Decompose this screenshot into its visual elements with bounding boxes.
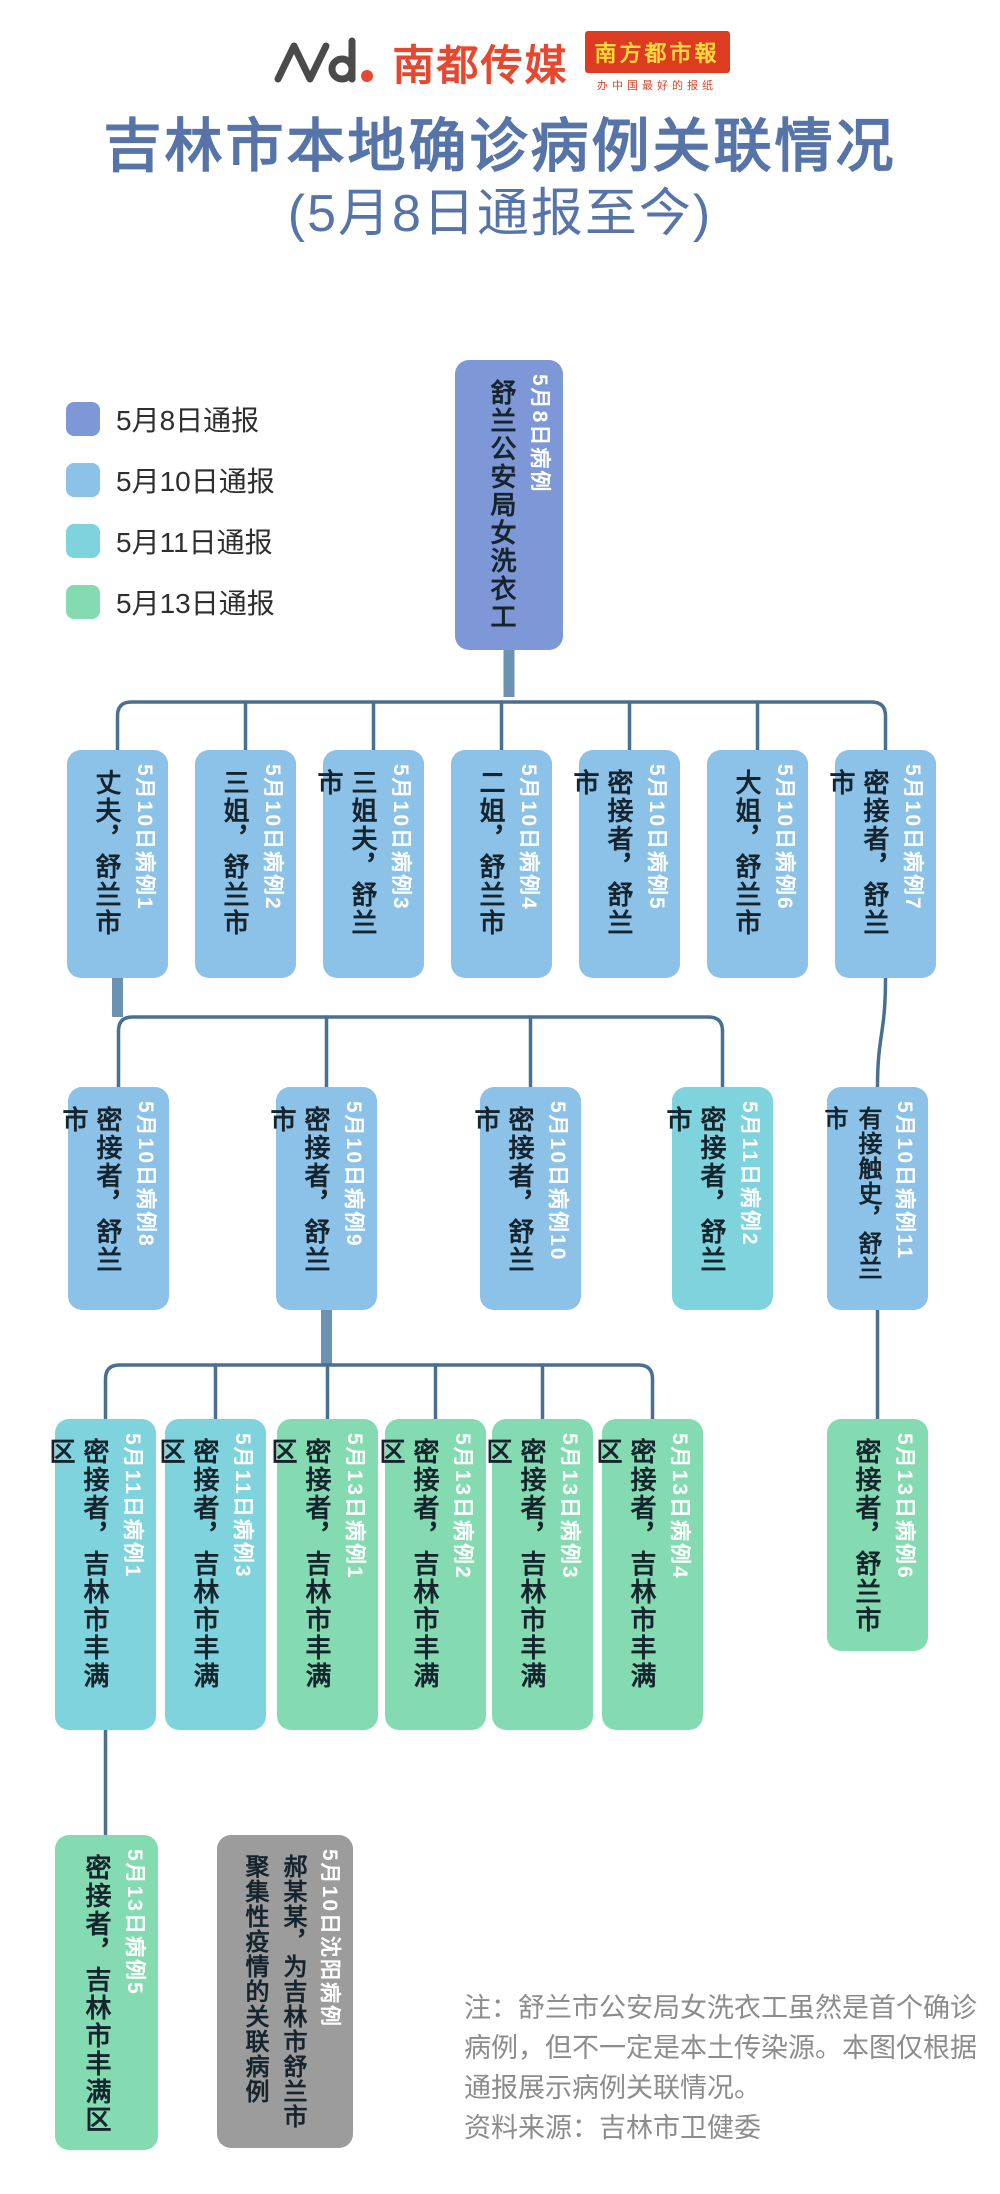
case-date-label: 5月10日病例11 [893,1101,916,1261]
case-date-label: 5月13日病例6 [893,1433,916,1580]
masthead: 南都传媒 南方都市報 办中国最好的报纸 [0,22,1000,102]
legend-item-may8: 5月8日通报 [66,402,259,436]
case-description: 密接者，舒兰市 [267,1106,331,1274]
nd-logo-icon [274,37,374,83]
brand-name: 南都传媒 [392,41,569,89]
case-node-m13c3: 5月13日病例3 密接者，吉林市丰满区 [483,1419,593,1730]
legend-item-may11: 5月11日通报 [66,524,273,558]
brand-badge: 南方都市報 办中国最好的报纸 [584,31,730,93]
case-date-label: 5月13日病例1 [343,1433,366,1580]
case-date-label: 5月10日沈阳病例 [318,1849,341,2029]
footer-note: 注：舒兰市公安局女洗衣工虽然是首个确诊病例，但不一定是本土传染源。本图仅根据通报… [464,1988,984,2148]
title-line1: 吉林市本地确诊病例关联情况 [103,114,897,179]
case-description: 密接者，吉林市丰满区 [376,1438,440,1690]
case-date-label: 5月10日病例3 [389,764,412,911]
case-description: 密接者，舒兰市 [471,1106,535,1274]
case-node-m13c1: 5月13日病例1 密接者，吉林市丰满区 [268,1419,378,1730]
case-node-c6: 5月10日病例6 大姐，舒兰市 [707,750,808,978]
case-node-c11: 5月10日病例11 有接触史，舒兰市 [820,1087,928,1310]
case-node-m13c2: 5月13日病例2 密接者，吉林市丰满区 [376,1419,486,1730]
case-description: 密接者，吉林市丰满区 [82,1854,112,2134]
case-date-label: 5月13日病例3 [558,1433,581,1580]
case-node-m13c4: 5月13日病例4 密接者，吉林市丰满区 [593,1419,703,1730]
legend-swatch-may10 [66,463,100,497]
case-date-label: 5月10日病例2 [261,764,284,911]
case-date-label: 5月8日病例 [528,374,551,494]
case-node-c8: 5月10日病例8 密接者，舒兰市 [59,1087,169,1310]
case-node-c2: 5月10日病例2 三姐，舒兰市 [195,750,296,978]
case-node-index: 5月8日病例舒兰公安局女洗衣工 [455,360,563,650]
case-date-label: 5月10日病例10 [546,1101,569,1262]
case-description: 三姐，舒兰市 [220,769,250,937]
case-description: 大姐，舒兰市 [732,769,762,937]
legend-item-may13: 5月13日通报 [66,585,275,619]
case-node-c7: 5月10日病例7 密接者，舒兰市 [826,750,936,978]
case-date-label: 5月10日病例8 [134,1101,157,1248]
source-text: 资料来源：吉林市卫健委 [464,2113,761,2143]
legend-label: 5月13日通报 [116,588,275,619]
case-date-label: 5月13日病例2 [451,1433,474,1580]
case-description: 丈夫，舒兰市 [92,769,122,937]
case-description: 密接者，舒兰市 [59,1106,123,1274]
case-date-label: 5月11日病例2 [738,1101,761,1247]
case-description: 密接者，吉林市丰满区 [156,1438,220,1690]
case-node-c3: 5月10日病例3 三姐夫，舒兰市 [314,750,424,978]
legend-swatch-may8 [66,402,100,436]
case-description: 密接者，吉林市丰满区 [46,1438,110,1690]
case-description: 舒兰公安局女洗衣工 [487,379,517,631]
case-node-shenyang: 5月10日沈阳病例郝某某，为吉林市舒兰市聚集性疫情的关联病例 [217,1835,353,2148]
case-node-c10: 5月10日病例10 密接者，舒兰市 [471,1087,581,1310]
case-description: 密接者，吉林市丰满区 [268,1438,332,1690]
case-date-label: 5月10日病例7 [901,764,924,911]
case-node-m11c1: 5月11日病例1 密接者，吉林市丰满区 [46,1419,156,1730]
case-description: 有接触史，舒兰市 [820,1106,881,1281]
case-description: 密接者，舒兰市 [570,769,634,937]
case-node-c4: 5月10日病例4 二姐，舒兰市 [451,750,552,978]
case-date-label: 5月10日病例1 [133,764,156,911]
case-node-c9: 5月10日病例9 密接者，舒兰市 [267,1087,377,1310]
case-date-label: 5月10日病例5 [645,764,668,911]
case-date-label: 5月11日病例3 [231,1433,254,1579]
case-date-label: 5月10日病例6 [773,764,796,911]
case-node-m13c6: 5月13日病例6 密接者，舒兰市 [827,1419,928,1651]
case-date-label: 5月10日病例9 [342,1101,365,1248]
page-title: 吉林市本地确诊病例关联情况 (5月8日通报至今) [0,112,1000,246]
case-node-c1: 5月10日病例1 丈夫，舒兰市 [67,750,168,978]
case-date-label: 5月10日病例4 [517,764,540,911]
case-node-m13c5: 5月13日病例5 密接者，吉林市丰满区 [55,1835,158,2150]
case-description: 二姐，舒兰市 [476,769,506,937]
legend-label: 5月10日通报 [116,466,275,497]
case-node-c5: 5月10日病例5 密接者，舒兰市 [570,750,680,978]
case-description: 密接者，舒兰市 [663,1106,727,1274]
badge-title: 南方都市報 [584,31,730,73]
case-description: 密接者，舒兰市 [826,769,890,937]
badge-subtitle: 办中国最好的报纸 [597,80,717,92]
note-text: 注：舒兰市公安局女洗衣工虽然是首个确诊病例，但不一定是本土传染源。本图仅根据通报… [464,1993,977,2103]
case-node-m11c2: 5月11日病例2 密接者，舒兰市 [663,1087,773,1310]
legend-swatch-may13 [66,585,100,619]
legend-label: 5月8日通报 [116,405,260,436]
title-line2: (5月8日通报至今) [287,185,713,243]
case-description: 三姐夫，舒兰市 [314,769,378,937]
case-date-label: 5月13日病例5 [123,1849,146,1996]
case-date-label: 5月11日病例1 [121,1433,144,1579]
case-description: 密接者，吉林市丰满区 [483,1438,547,1690]
legend-label: 5月11日通报 [116,527,273,558]
case-description: 聚集性疫情的关联病例 [241,1854,268,2104]
case-node-m11c3: 5月11日病例3 密接者，吉林市丰满区 [156,1419,266,1730]
legend-swatch-may11 [66,524,100,558]
case-description: 密接者，舒兰市 [852,1438,882,1634]
case-description: 郝某某，为吉林市舒兰市 [279,1854,306,2129]
case-date-label: 5月13日病例4 [668,1433,691,1580]
case-description: 密接者，吉林市丰满区 [593,1438,657,1690]
legend-item-may10: 5月10日通报 [66,463,275,497]
